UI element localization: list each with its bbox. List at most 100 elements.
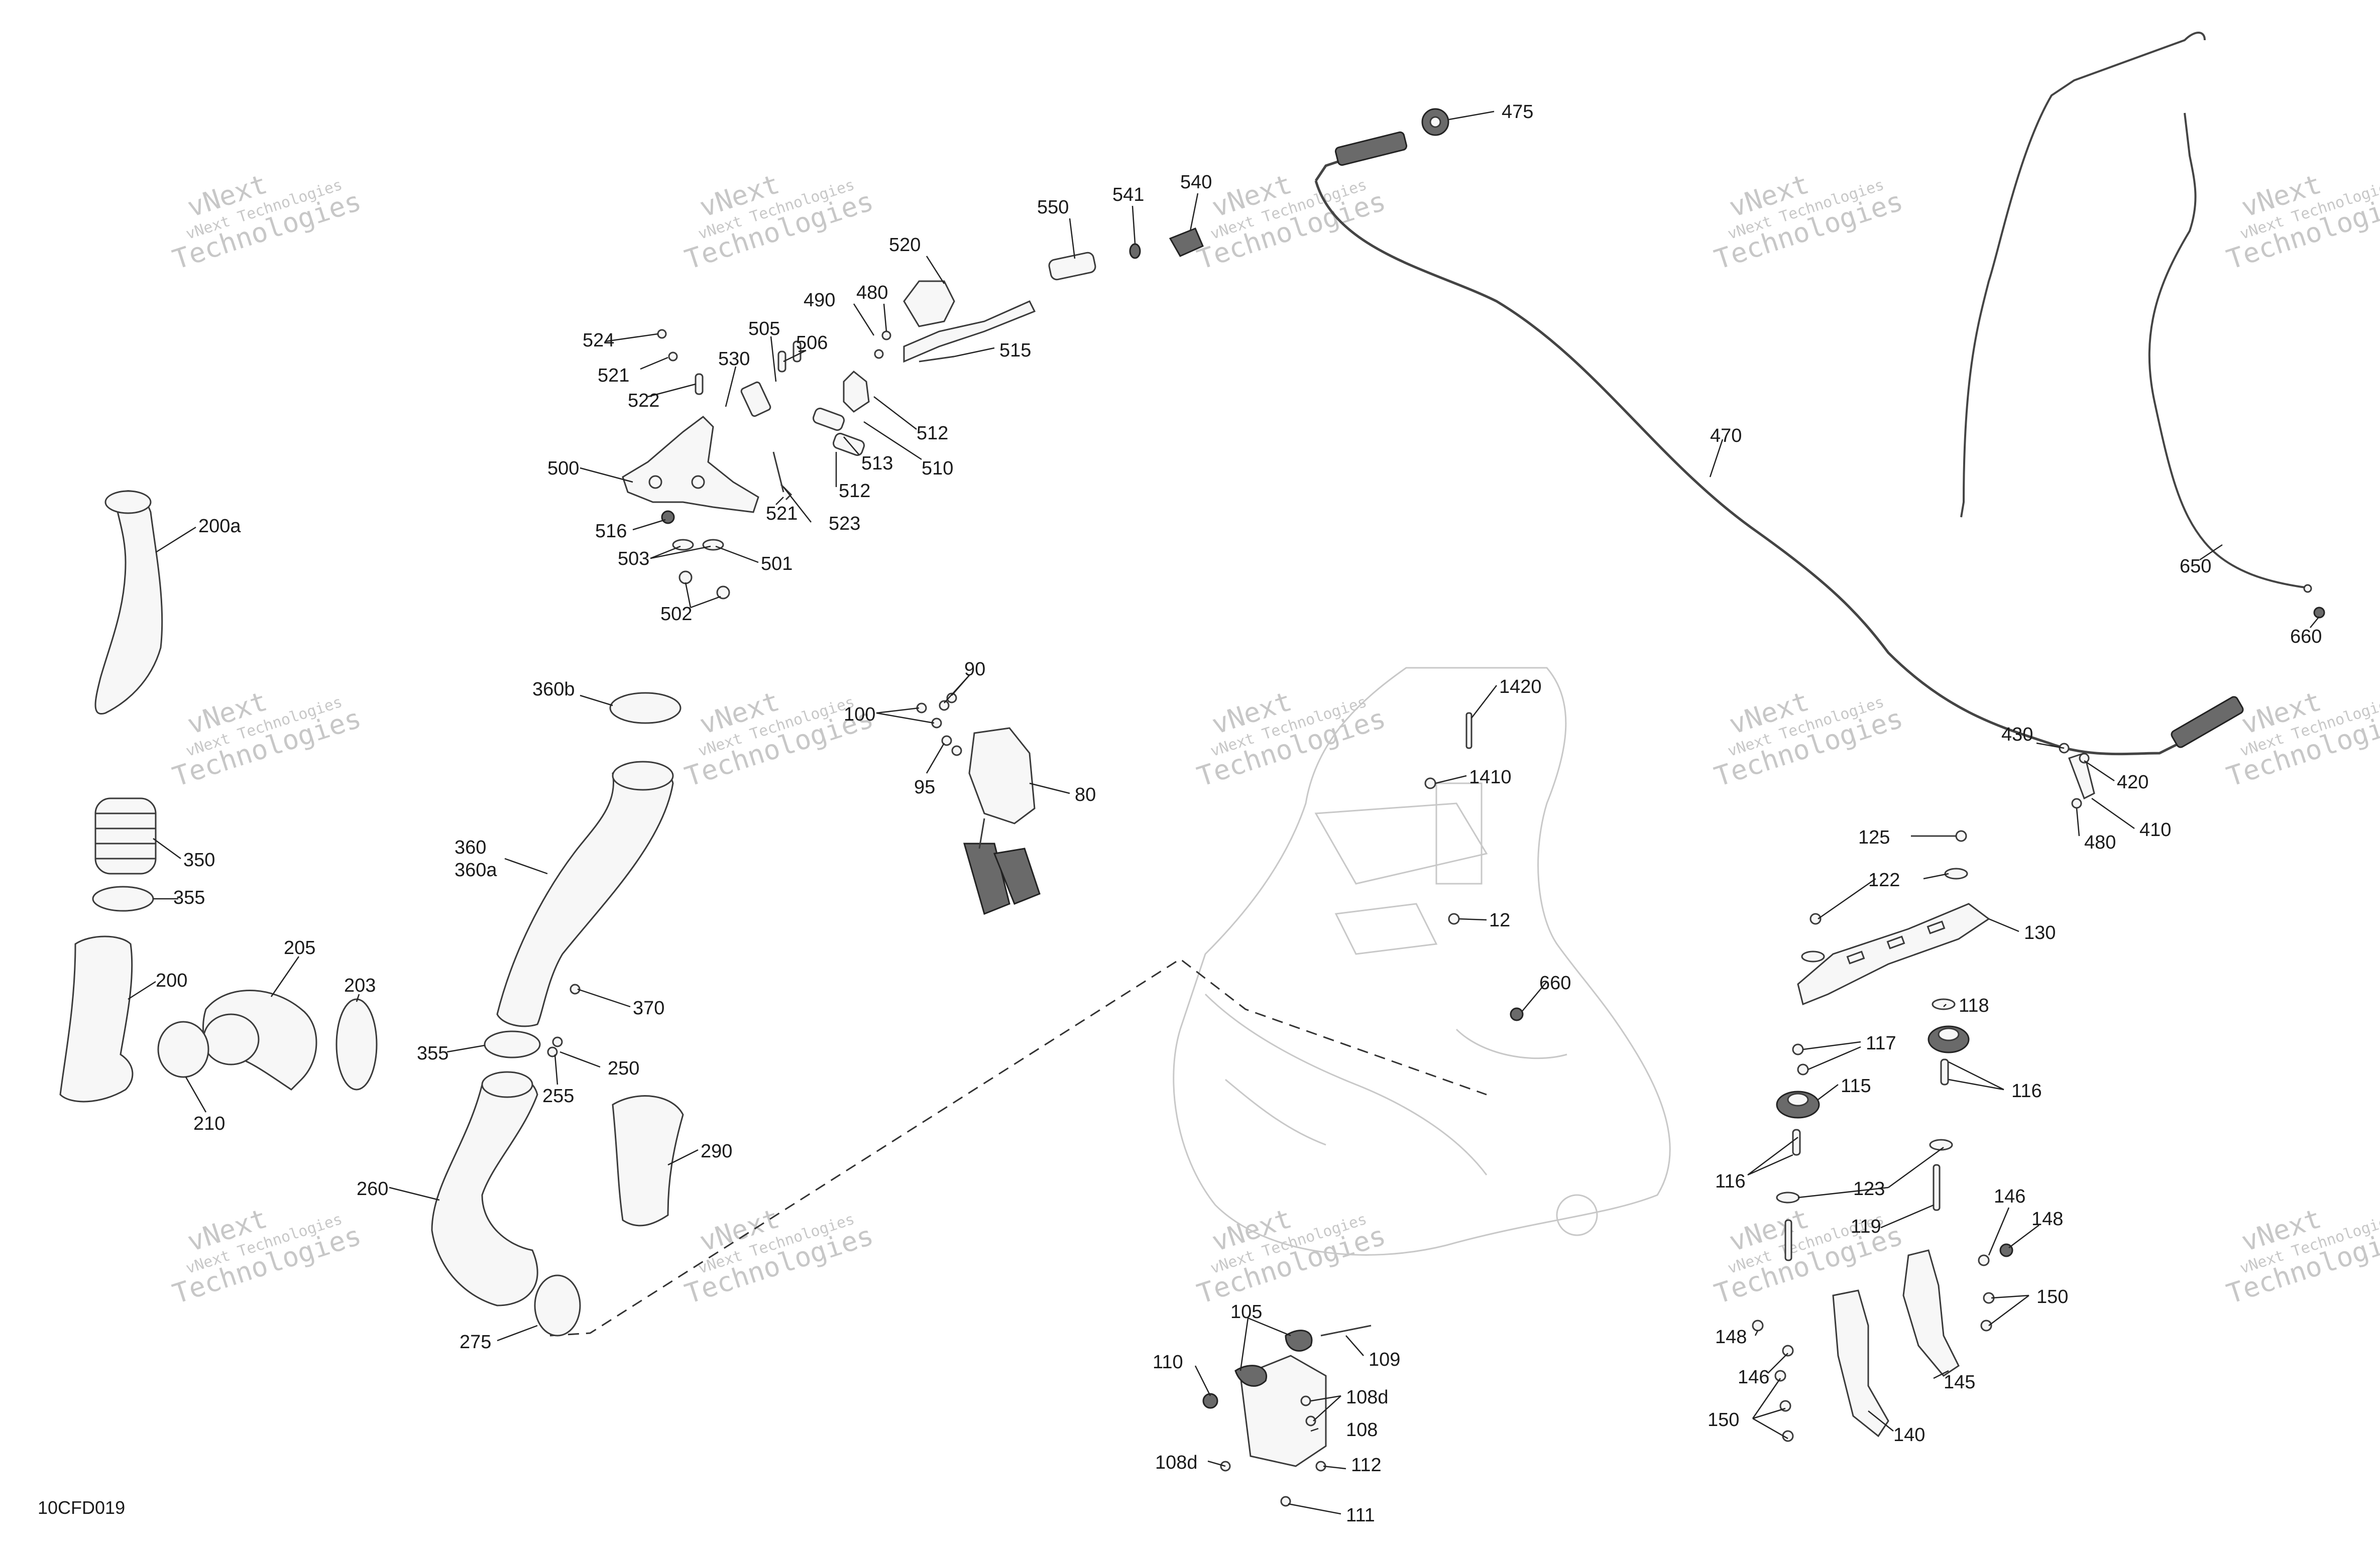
label-512-left: 512	[839, 481, 870, 502]
label-111: 111	[1346, 1505, 1375, 1526]
diagram-code: 10CFD019	[38, 1497, 125, 1518]
label-80: 80	[1075, 784, 1096, 805]
label-540: 540	[1180, 172, 1212, 193]
part-541-nut	[1129, 243, 1141, 259]
watermark-r1c5: vNext vNext Technologies Technologies	[2223, 168, 2380, 276]
label-146-left: 146	[1738, 1367, 1769, 1388]
label-501: 501	[761, 553, 792, 574]
label-125: 125	[1858, 827, 1890, 848]
watermark-r1c2: vNext vNext Technologies Technologies	[681, 168, 877, 276]
watermark-r3c5: vNext vNext Technologies Technologies	[2223, 1203, 2380, 1310]
watermark-layer: vNext vNext Technologies Technologies vN…	[169, 168, 2380, 1310]
label-1420: 1420	[1499, 676, 1542, 697]
watermark-r3c2: vNext vNext Technologies Technologies	[681, 1203, 877, 1310]
label-420: 420	[2117, 772, 2148, 793]
label-140: 140	[1893, 1425, 1925, 1446]
crossmember-130	[1797, 903, 1990, 1006]
clamp-355-left	[92, 886, 154, 912]
label-350: 350	[183, 850, 215, 871]
label-203: 203	[344, 975, 376, 996]
label-148-left: 148	[1715, 1327, 1747, 1348]
pedal-80	[963, 727, 1041, 915]
engine-mount-105	[1234, 1325, 1372, 1467]
label-522: 522	[628, 390, 659, 411]
label-490: 490	[804, 290, 835, 311]
label-502: 502	[660, 604, 692, 625]
label-145: 145	[1944, 1372, 1975, 1393]
label-275: 275	[460, 1332, 491, 1353]
label-660-middle: 660	[1539, 973, 1571, 994]
label-505: 505	[748, 318, 780, 339]
label-130: 130	[2024, 922, 2056, 943]
label-109: 109	[1369, 1349, 1400, 1370]
label-521-top: 521	[598, 365, 629, 386]
duct-205	[202, 990, 317, 1091]
watermark-r2c4: vNext vNext Technologies Technologies	[1711, 685, 1907, 793]
part-labels: 475 470 650 660 550 541 540 520 490 480 …	[156, 101, 2322, 1526]
cable-470	[1314, 180, 2181, 756]
label-150-right: 150	[2036, 1286, 2068, 1308]
label-500: 500	[547, 458, 579, 479]
label-550: 550	[1037, 197, 1069, 218]
watermark-r2c1: vNext vNext Technologies Technologies	[169, 685, 365, 793]
label-650: 650	[2180, 556, 2211, 577]
bracket-140	[1832, 1289, 1889, 1438]
duct-360	[496, 761, 674, 1027]
label-360a: 360a	[455, 860, 497, 881]
label-108d-bottom: 108d	[1155, 1452, 1198, 1473]
mount-115	[1776, 1091, 1820, 1119]
label-150-left: 150	[1708, 1409, 1739, 1431]
duct-200a	[94, 490, 163, 715]
label-116-right: 116	[2011, 1081, 2042, 1102]
label-360: 360	[455, 837, 486, 858]
label-513: 513	[861, 453, 893, 474]
watermark-r3c1: vNext vNext Technologies Technologies	[169, 1203, 365, 1310]
clamp-355-middle	[484, 1030, 541, 1058]
label-90: 90	[964, 659, 985, 680]
watermark-r2c3: vNext vNext Technologies Technologies	[1193, 685, 1390, 793]
label-475: 475	[1502, 101, 1533, 123]
label-100: 100	[844, 704, 875, 725]
label-146-top: 146	[1994, 1186, 2025, 1207]
label-510: 510	[922, 458, 953, 479]
cover-360b	[609, 692, 682, 724]
label-200: 200	[156, 970, 187, 991]
label-119: 119	[1851, 1216, 1881, 1237]
label-290: 290	[701, 1141, 732, 1162]
brake-bracket-assembly	[622, 108, 1449, 600]
label-118: 118	[1959, 995, 1989, 1016]
label-512-right: 512	[917, 423, 948, 444]
label-515: 515	[999, 340, 1031, 361]
label-110: 110	[1153, 1352, 1183, 1373]
clamp-203	[335, 998, 378, 1091]
duct-200	[59, 935, 134, 1103]
mount-118	[1928, 1025, 1970, 1053]
part-540-cap	[1169, 227, 1204, 257]
bracket-410	[2068, 752, 2095, 800]
label-108: 108	[1346, 1419, 1378, 1441]
watermark-r1c1: vNext vNext Technologies Technologies	[169, 168, 365, 276]
label-480-bottom: 480	[2084, 832, 2116, 853]
label-260: 260	[357, 1178, 388, 1200]
label-117: 117	[1866, 1033, 1896, 1054]
watermark-r2c5: vNext vNext Technologies Technologies	[2223, 685, 2380, 793]
duct-350	[94, 797, 157, 875]
label-506: 506	[796, 332, 828, 353]
clamp-275	[534, 1274, 581, 1337]
label-116-left: 116	[1715, 1171, 1746, 1192]
duct-260	[431, 1071, 538, 1307]
cable-spring-bottom	[2171, 696, 2244, 748]
dashed-connector-line	[549, 958, 1487, 1337]
bracket-145	[1902, 1249, 1960, 1377]
duct-290	[612, 1095, 684, 1227]
watermark-r2c2: vNext vNext Technologies Technologies	[681, 685, 877, 793]
label-480-top: 480	[856, 282, 888, 303]
label-355-left: 355	[173, 887, 205, 908]
label-148-top: 148	[2031, 1209, 2063, 1230]
cable-650	[1960, 32, 2306, 588]
label-355-middle: 355	[417, 1043, 448, 1064]
label-503: 503	[618, 548, 649, 569]
label-12: 12	[1489, 910, 1510, 931]
leader-lines	[128, 110, 2320, 1515]
